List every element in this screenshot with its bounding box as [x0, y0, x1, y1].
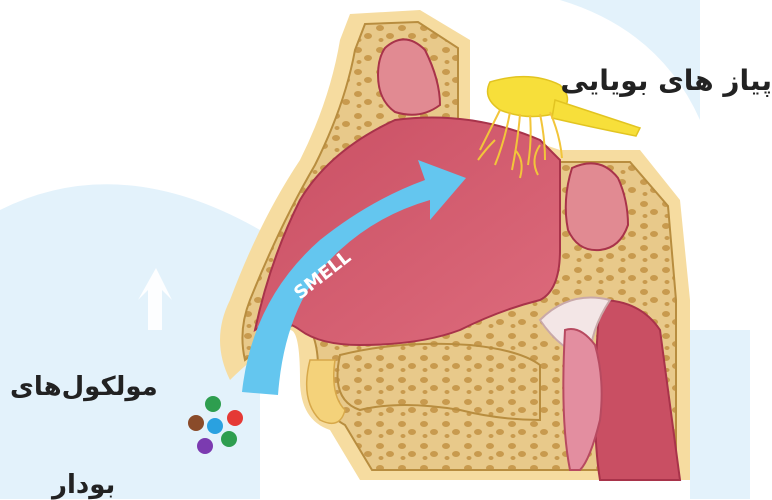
- olfactory-tract: [552, 100, 640, 136]
- background-bar: [690, 330, 750, 499]
- molecule-purple: [197, 438, 213, 454]
- molecule-brown: [188, 415, 204, 431]
- odor-molecules-label-line2: بودار: [52, 470, 115, 500]
- molecule-red: [227, 410, 243, 426]
- molecule-green-top: [205, 396, 221, 412]
- olfactory-bulbs-label: پیاز های بویایی: [560, 64, 772, 97]
- odor-molecules-label-line1: مولکول‌های: [10, 372, 158, 402]
- molecule-green-bottom: [221, 431, 237, 447]
- molecule-blue: [207, 418, 223, 434]
- background-curve: [560, 0, 700, 120]
